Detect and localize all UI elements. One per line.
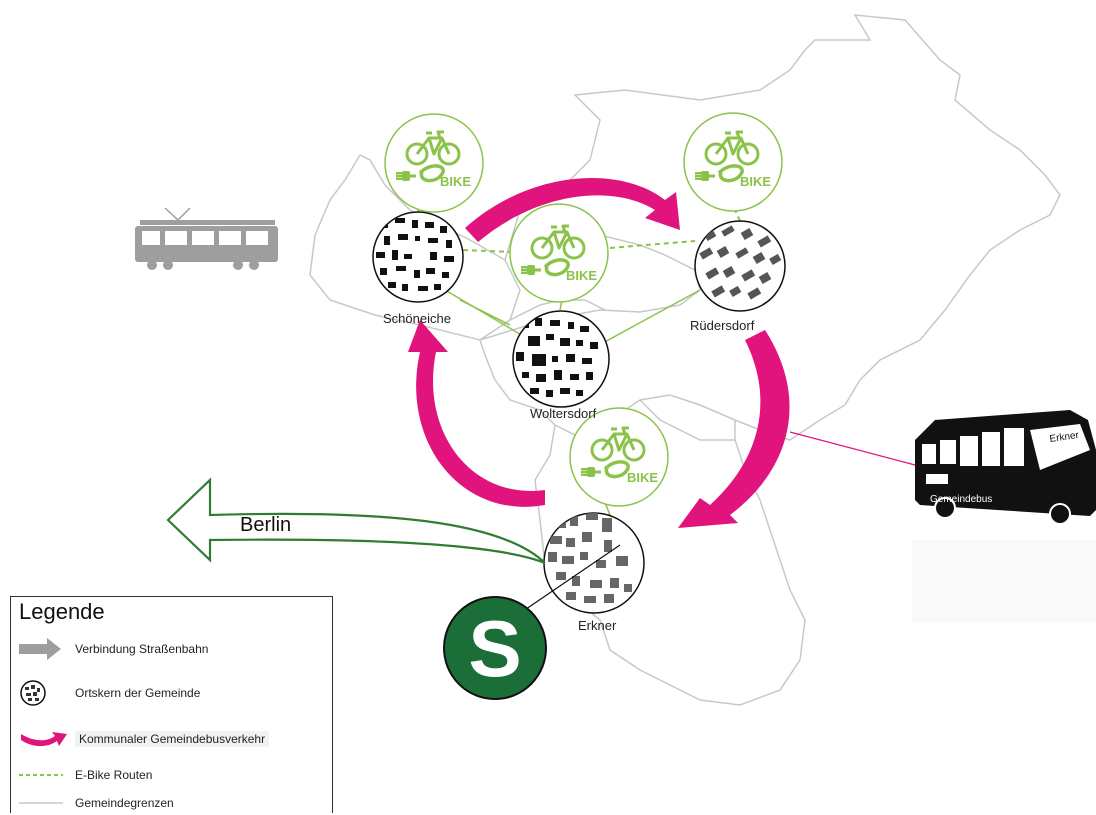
magenta-arrow-icon: [21, 732, 67, 747]
ebike-routes: [417, 201, 741, 253]
ebike-station-ruedersdorf: BIKE: [683, 112, 783, 212]
bus-shadow-panel: [912, 540, 1096, 622]
town-core-ruedersdorf: [694, 220, 786, 312]
s-bahn-connector: [509, 544, 621, 621]
legend-label-bus: Kommunaler Gemeindebusverkehr: [75, 731, 270, 747]
town-label-schoeneiche: Schöneiche: [383, 311, 451, 326]
grey-arrow-icon: [19, 638, 61, 660]
tram-icon: [135, 207, 278, 270]
legend-label-town-core: Ortskern der Gemeinde: [75, 686, 201, 700]
ebike-station-schoeneiche: BIKE: [384, 113, 484, 213]
svg-text:BIKE: BIKE: [627, 470, 658, 485]
town-label-woltersdorf: Woltersdorf: [530, 406, 597, 421]
legend-item-ebike: E-Bike Routen: [19, 763, 152, 787]
ebike-station-woltersdorf: BIKE: [509, 203, 609, 303]
town-label-ruedersdorf: Rüdersdorf: [690, 318, 755, 333]
svg-text:S: S: [468, 604, 521, 693]
s-bahn-icon: S: [443, 596, 547, 700]
berlin-label: Berlin: [240, 514, 291, 536]
svg-text:BIKE: BIKE: [440, 174, 471, 189]
green-dashed-line-icon: [19, 774, 63, 776]
svg-text:BIKE: BIKE: [566, 268, 597, 283]
grey-line-icon: [19, 802, 63, 804]
town-label-erkner: Erkner: [578, 618, 617, 633]
legend-label-ebike: E-Bike Routen: [75, 768, 153, 782]
legend-label-boundary: Gemeindegrenzen: [75, 796, 174, 810]
berlin-direction-arrow: [166, 477, 546, 565]
town-core-woltersdorf: [512, 310, 610, 408]
legend-label-tram: Verbindung Straßenbahn: [75, 642, 209, 656]
legend-item-town-core: Ortskern der Gemeinde: [19, 680, 201, 706]
svg-text:BIKE: BIKE: [740, 174, 771, 189]
legend: Legende Verbindung Straßenbahn Ortskern …: [10, 596, 333, 813]
svg-text:Erkner: Erkner: [1049, 430, 1080, 445]
svg-text:Gemeindebus: Gemeindebus: [930, 494, 992, 505]
bus-icon: Gemeindebus Erkner: [915, 410, 1096, 525]
legend-title: Legende: [19, 599, 105, 624]
town-core-icon: [20, 680, 46, 706]
legend-item-boundary: Gemeindegrenzen: [19, 791, 174, 815]
bus-route-loop: [408, 178, 790, 528]
legend-item-bus: Kommunaler Gemeindebusverkehr: [19, 727, 270, 751]
bus-connector: [789, 431, 916, 466]
legend-item-tram: Verbindung Straßenbahn: [19, 637, 208, 661]
ebike-station-erkner: BIKE: [569, 407, 669, 507]
town-core-schoeneiche: [372, 211, 464, 303]
